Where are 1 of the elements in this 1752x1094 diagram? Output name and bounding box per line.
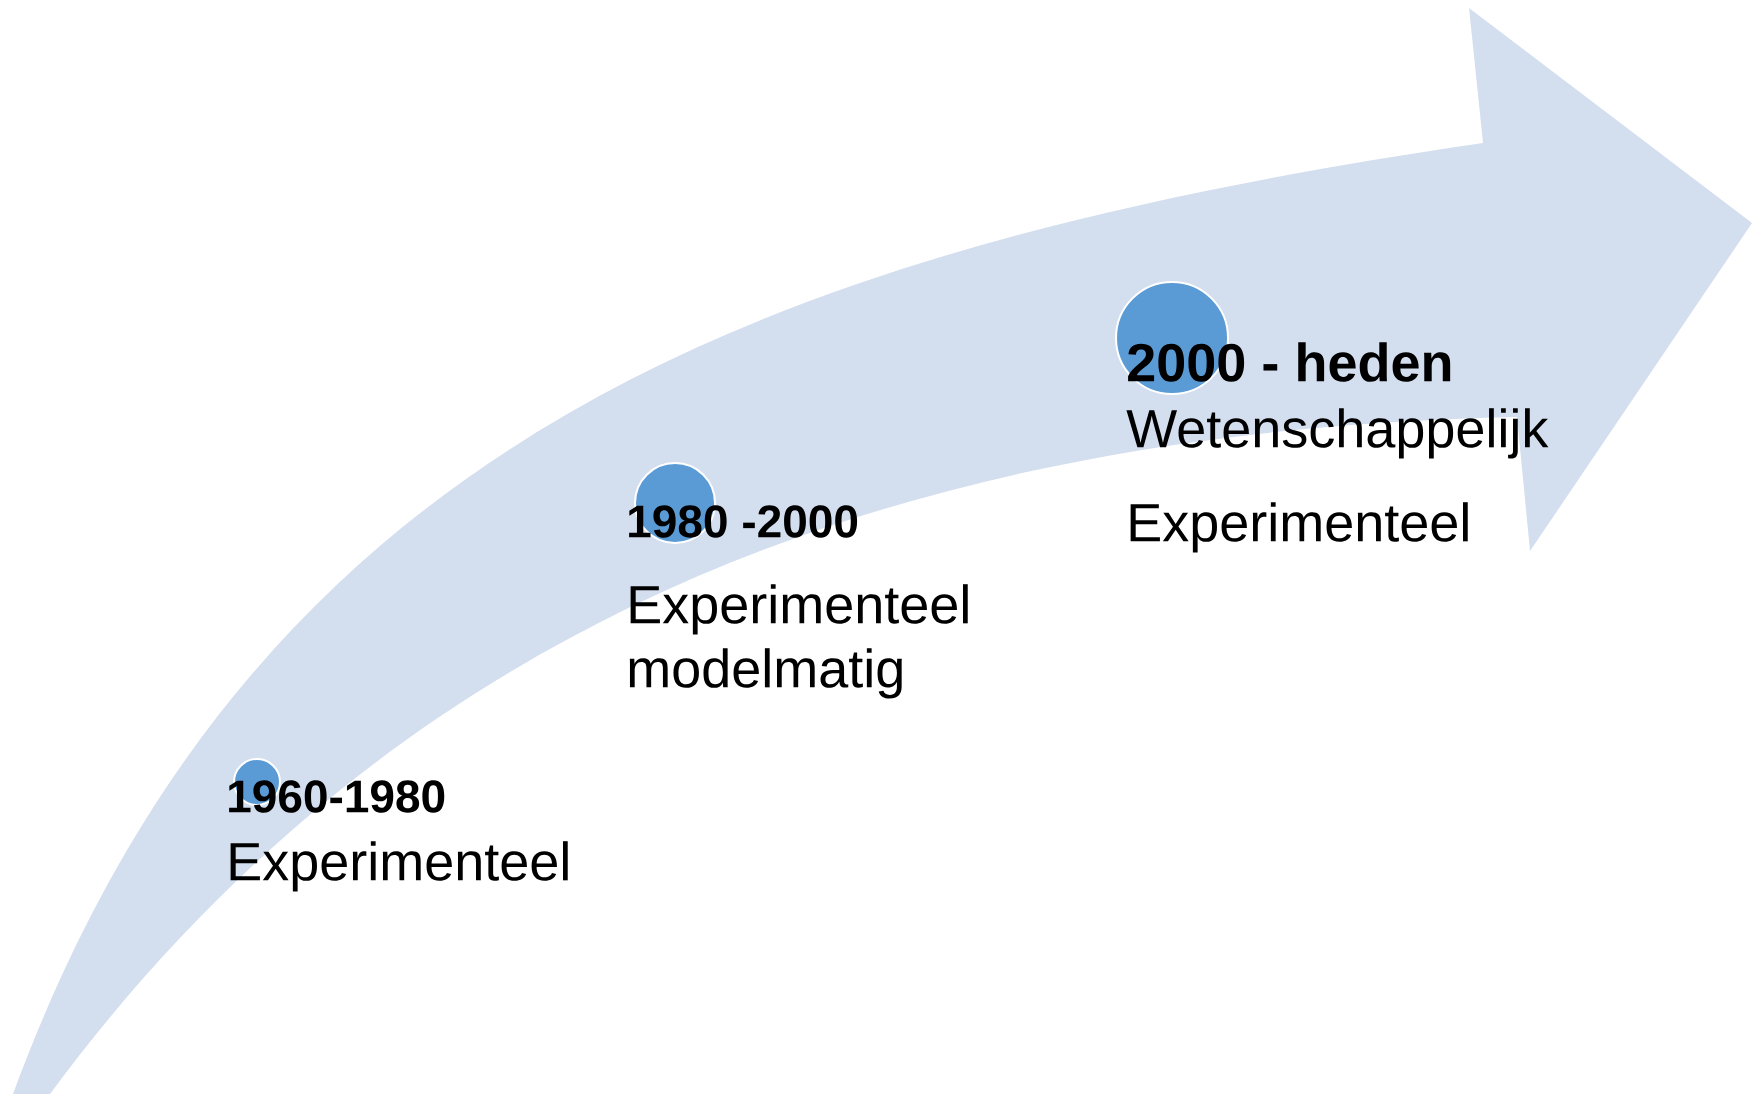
- milestone-text: 1960-1980 Experimenteel: [229, 780, 568, 892]
